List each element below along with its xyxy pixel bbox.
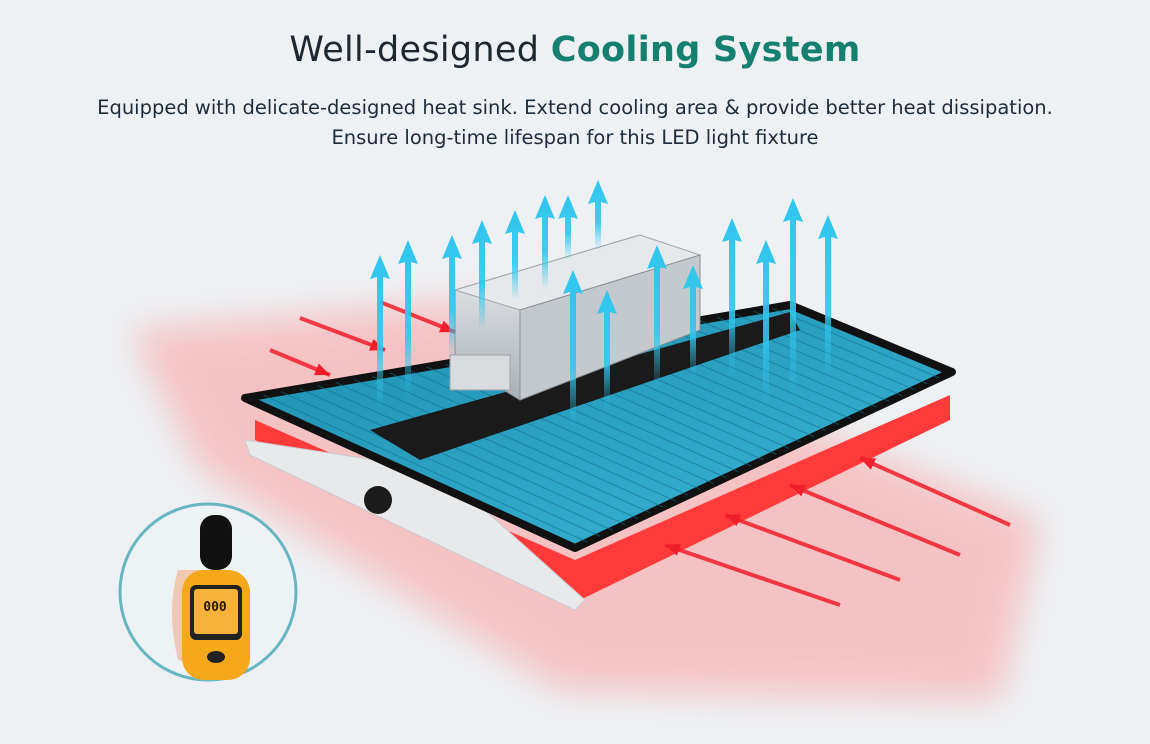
- fin-line: [317, 385, 626, 525]
- cooling-arrow: [597, 290, 617, 410]
- cooling-arrow: [472, 220, 492, 330]
- sound-meter-display: 000: [203, 600, 227, 615]
- microphone-icon: [200, 515, 232, 570]
- heat-arrowhead: [725, 514, 741, 526]
- heat-arrow: [789, 483, 961, 557]
- cooling-arrow: [370, 255, 390, 410]
- fin-line: [771, 307, 940, 379]
- heat-arrowhead: [790, 484, 806, 497]
- heat-arrow: [724, 513, 901, 582]
- fin-line: [299, 388, 613, 531]
- power-button-icon: [207, 651, 225, 663]
- cooling-arrow: [442, 235, 462, 360]
- cooling-arrow: [563, 270, 583, 430]
- sound-meter-inset: [118, 502, 298, 682]
- heat-arrow: [664, 543, 841, 607]
- heat-arrowhead: [665, 543, 681, 556]
- heat-arrowhead: [860, 458, 876, 470]
- fin-line: [408, 369, 689, 496]
- cooling-arrow: [722, 218, 742, 380]
- heat-arrows: [269, 300, 1011, 607]
- fin-line: [353, 378, 651, 514]
- heat-arrow: [299, 316, 386, 352]
- heat-arrow: [859, 456, 1011, 527]
- cooling-arrow: [647, 245, 667, 390]
- adjust-knob: [364, 486, 392, 514]
- fin-line: [281, 391, 601, 537]
- cooling-arrow: [558, 195, 578, 260]
- cooling-arrow: [505, 210, 525, 300]
- fin-line: [390, 372, 676, 502]
- driver-bracket: [449, 354, 511, 391]
- cooling-arrow: [398, 240, 418, 400]
- cooling-arrow: [783, 198, 803, 395]
- subtitle-line-2: Ensure long-time lifespan for this LED l…: [331, 126, 819, 149]
- lcd-screen: [194, 589, 238, 634]
- page-title: Well-designed Cooling System: [0, 30, 1150, 70]
- title-accent: Cooling System: [550, 30, 861, 70]
- fin-line: [262, 394, 588, 543]
- subtitle-line-1: Equipped with delicate-designed heat sin…: [97, 96, 1053, 119]
- heat-arrowhead: [314, 363, 330, 376]
- cooling-arrow: [683, 265, 703, 380]
- cooling-arrow: [818, 215, 838, 380]
- fin-line: [335, 382, 639, 520]
- cooling-arrow: [588, 180, 608, 250]
- title-plain: Well-designed: [289, 30, 540, 70]
- cooling-arrows: [370, 180, 838, 430]
- fin-line: [371, 375, 664, 508]
- cooling-arrow: [756, 240, 776, 405]
- cooling-arrow: [535, 195, 555, 290]
